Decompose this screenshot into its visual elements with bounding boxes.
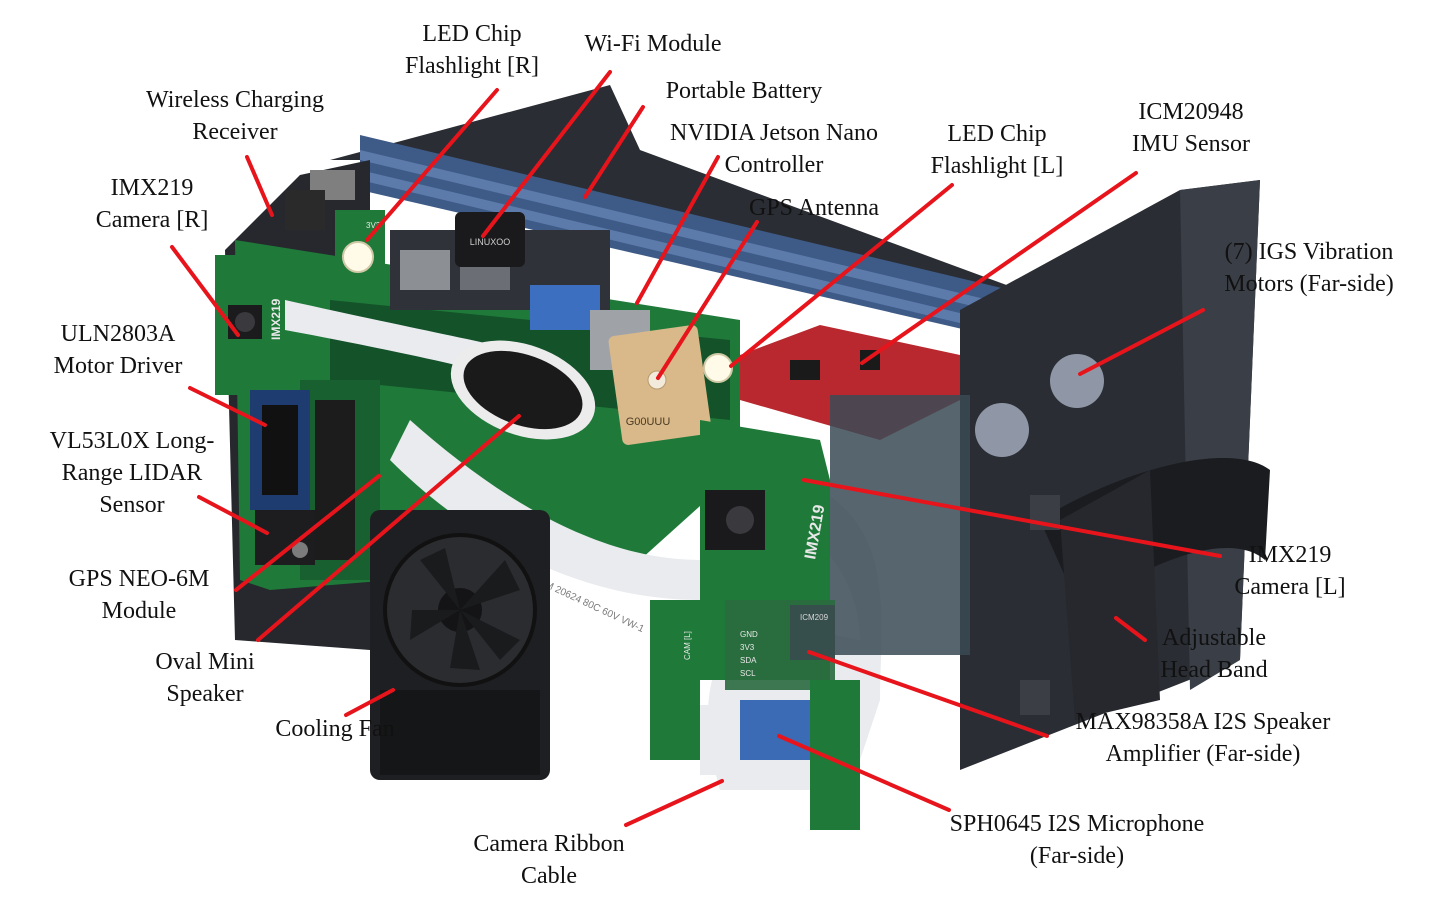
label-led-flashlight-l: LED Chip Flashlight [L] — [930, 121, 1064, 179]
led-pin-label: 3V3 — [366, 221, 381, 230]
motor-driver-board — [250, 390, 355, 560]
label-imx219-camera-l: IMX219 Camera [L] — [1234, 542, 1346, 600]
camera-right-board: IMX219 — [215, 255, 290, 395]
leader-line — [170, 245, 240, 337]
label-oval-mini-speaker: Oval Mini Speaker — [155, 649, 255, 707]
leader-line — [245, 155, 274, 217]
leader-line — [583, 105, 645, 199]
label-imx219-camera-r: IMX219 Camera [R] — [95, 175, 209, 233]
cooling-fan-body — [370, 510, 550, 780]
label-gps-neo6m: GPS NEO-6M Module — [68, 566, 210, 624]
leader-line — [1078, 308, 1205, 376]
led-chip-left — [703, 353, 733, 383]
imu-silk-text: ICM209 — [800, 613, 829, 622]
leader-line — [802, 478, 1222, 558]
oval-speaker — [450, 340, 596, 440]
label-sph0645-microphone: SPH0645 I2S Microphone (Far-side) — [949, 811, 1205, 869]
label-led-flashlight-r: LED Chip Flashlight [R] — [404, 21, 540, 79]
leader-line — [188, 386, 267, 427]
label-wifi-module: Wi-Fi Module — [584, 31, 722, 57]
camera-r-silk: IMX219 — [269, 298, 283, 340]
leader-line — [624, 779, 724, 827]
charging-receiver — [285, 170, 355, 230]
leader-line — [777, 734, 951, 812]
leader-lines — [170, 70, 1222, 827]
side-panel — [960, 180, 1260, 770]
leader-line — [807, 650, 1049, 738]
leader-line — [234, 474, 381, 592]
label-gps-antenna: GPS Antenna — [748, 195, 880, 221]
wifi-dongle: LINUXOO — [455, 212, 525, 267]
leader-line — [256, 414, 521, 642]
leader-line — [729, 183, 954, 368]
label-jetson-nano: NVIDIA Jetson Nano Controller — [670, 120, 878, 178]
label-adjustable-head-band: Adjustable Head Band — [1160, 625, 1268, 683]
leader-line — [860, 171, 1138, 365]
vibration-motor-marker — [975, 403, 1029, 457]
pin-label: GND — [740, 630, 758, 639]
audio-boards: ICM209 GND 3V3 SDA SCL — [700, 600, 860, 830]
gps-antenna-text: G00UUU — [626, 416, 671, 428]
leader-line — [365, 88, 499, 242]
leader-line — [481, 70, 612, 238]
led-chip-right: 3V3 — [335, 210, 385, 300]
cam-l-silk-text: CAM [L] — [683, 631, 692, 660]
lidar-board — [255, 510, 315, 565]
wifi-brand-text: LINUXOO — [470, 237, 511, 247]
vibration-motor-marker — [1050, 354, 1104, 408]
label-vl53l0x-lidar: VL53L0X Long- Range LIDAR Sensor — [49, 428, 215, 518]
label-icm20948-imu: ICM20948 IMU Sensor — [1132, 99, 1250, 157]
label-igs-vibration-motors: (7) IGS Vibration Motors (Far-side) — [1224, 239, 1394, 297]
label-uln2803a-driver: ULN2803A Motor Driver — [53, 321, 183, 379]
leader-line — [656, 220, 759, 380]
leader-line — [344, 688, 395, 717]
enclosure-block — [830, 395, 970, 655]
pin-label: SDA — [740, 656, 757, 665]
gps-antenna-patch: G00UUU — [608, 325, 712, 445]
leader-line — [635, 155, 720, 305]
pin-label: 3V3 — [740, 643, 755, 652]
label-wireless-charging-receiver: Wireless Charging Receiver — [146, 87, 324, 145]
leader-line — [197, 495, 269, 535]
pin-label: SCL — [740, 669, 756, 678]
label-max98358a-amplifier: MAX98358A I2S Speaker Amplifier (Far-sid… — [1075, 709, 1331, 767]
label-camera-ribbon-cable: Camera Ribbon Cable — [473, 831, 625, 889]
leader-line — [1114, 616, 1147, 642]
label-cooling-fan: Cooling Fan — [275, 716, 395, 742]
label-portable-battery: Portable Battery — [665, 78, 823, 104]
